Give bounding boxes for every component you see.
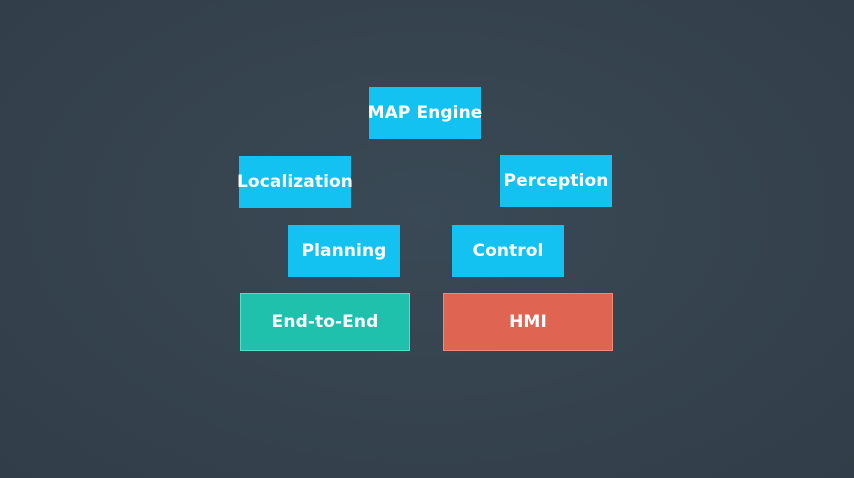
localization-label: Localization — [236, 172, 354, 192]
hmi-label: HMI — [509, 312, 547, 332]
map-engine-label: MAP Engine — [367, 103, 483, 123]
control-label: Control — [472, 241, 544, 261]
planning-box: Planning — [288, 225, 400, 277]
perception-box: Perception — [500, 155, 612, 207]
localization-box: Localization — [236, 156, 354, 208]
end-to-end-label: End-to-End — [271, 312, 379, 332]
perception-label: Perception — [503, 171, 609, 191]
control-box: Control — [452, 225, 564, 277]
map-engine-box: MAP Engine — [367, 87, 483, 139]
end-to-end-box: End-to-End — [240, 293, 410, 351]
planning-label: Planning — [301, 241, 387, 261]
hmi-box: HMI — [443, 293, 613, 351]
